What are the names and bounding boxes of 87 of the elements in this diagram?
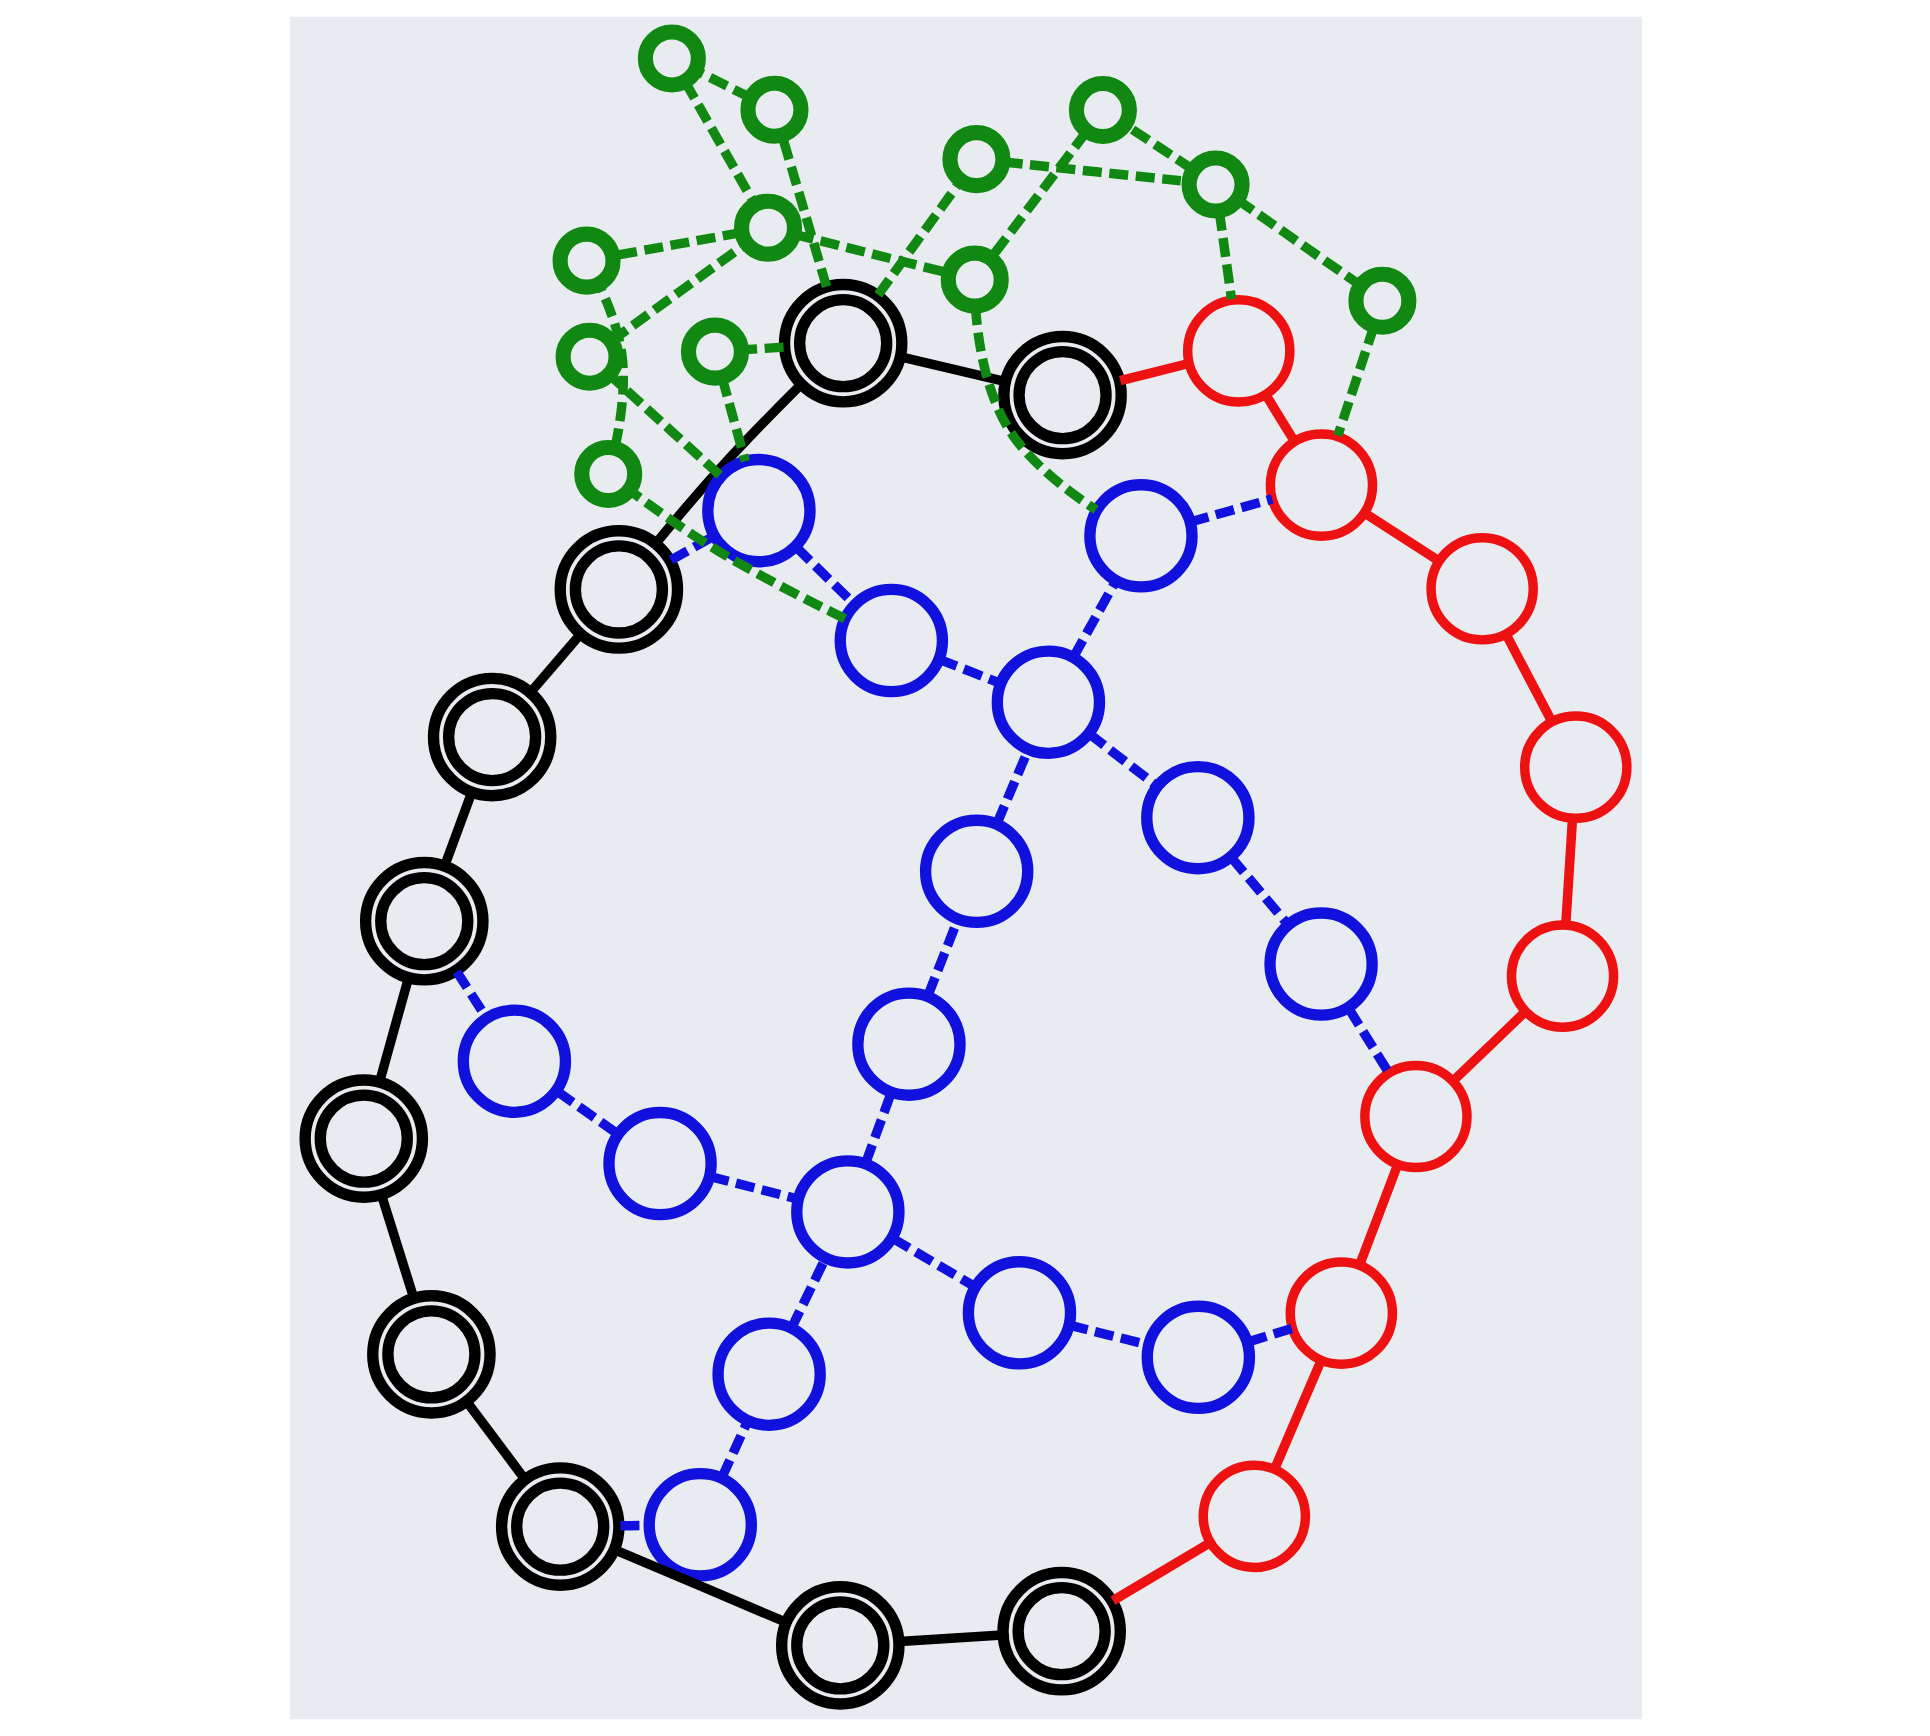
connector	[776, 134, 831, 288]
node-circle	[1083, 479, 1197, 593]
node-circle	[997, 330, 1126, 460]
node-circle	[1347, 266, 1416, 335]
node-circle	[642, 1468, 757, 1582]
connector	[1449, 1008, 1528, 1084]
connector	[680, 79, 758, 207]
connector	[376, 1194, 418, 1300]
connector	[1226, 854, 1291, 928]
node-circle	[1067, 75, 1136, 145]
node-circle	[358, 856, 488, 986]
node-circle	[990, 645, 1105, 759]
connector	[605, 371, 722, 479]
node-circle	[739, 75, 808, 144]
connector	[792, 544, 856, 607]
node-circle	[701, 453, 815, 568]
node-circle	[1359, 1060, 1471, 1173]
node-circle	[733, 193, 802, 262]
node-circle	[1197, 1460, 1310, 1573]
node-circle	[1284, 1257, 1397, 1369]
node-circle	[456, 1004, 571, 1118]
node-circle	[790, 1155, 904, 1269]
connector	[1068, 578, 1119, 660]
connector	[1269, 1358, 1325, 1470]
connector	[1118, 358, 1189, 386]
connector	[716, 1419, 751, 1480]
node-circle	[602, 1106, 716, 1221]
connector	[1560, 818, 1577, 926]
connector	[898, 1630, 1002, 1647]
node-circle	[1505, 920, 1618, 1032]
connector	[667, 532, 715, 565]
node-circle	[1181, 295, 1294, 407]
connector	[594, 283, 628, 448]
connector	[374, 977, 412, 1083]
connector	[1188, 494, 1273, 527]
node-circle	[1180, 150, 1249, 219]
node-circle	[833, 583, 948, 698]
connector	[651, 381, 803, 547]
connector	[1085, 730, 1159, 790]
node-circle	[711, 1317, 825, 1431]
connector	[526, 631, 583, 696]
connector	[693, 66, 752, 103]
connector	[898, 352, 1005, 386]
node-circle	[1518, 711, 1631, 823]
node-circle	[941, 125, 1010, 194]
node-circle	[298, 1074, 428, 1203]
node-circle	[918, 814, 1033, 929]
connector	[1213, 211, 1236, 300]
node-circle	[1425, 533, 1537, 645]
connector	[716, 376, 749, 463]
node-circle	[366, 1290, 495, 1419]
node-circle	[775, 1581, 904, 1710]
node-circle	[1264, 429, 1377, 541]
connector	[860, 1091, 895, 1165]
node-circle	[554, 322, 623, 391]
connector	[708, 1172, 798, 1204]
connector	[1109, 1538, 1212, 1605]
connector	[786, 1256, 829, 1331]
connector	[1501, 633, 1555, 724]
node-circle	[573, 439, 642, 509]
connector	[553, 1087, 620, 1138]
node-circle	[553, 525, 683, 654]
connector	[873, 178, 964, 298]
connector	[439, 790, 476, 868]
node-circle	[961, 1256, 1076, 1370]
connector	[1260, 392, 1298, 444]
node-circle	[1140, 760, 1254, 875]
node-circle	[996, 1566, 1125, 1696]
node-circle	[1140, 1300, 1255, 1415]
connector	[1354, 1163, 1401, 1267]
connector	[889, 1234, 977, 1291]
node-circle	[777, 278, 907, 408]
node-circle	[679, 317, 748, 386]
connector	[1361, 509, 1440, 565]
node-circle	[1263, 907, 1377, 1021]
node-circle	[494, 1462, 624, 1591]
node-circle	[939, 245, 1008, 314]
node-circle	[636, 24, 705, 93]
connector	[1246, 1323, 1293, 1347]
connector	[936, 654, 1002, 688]
connector	[1344, 1006, 1392, 1075]
node-circle	[426, 672, 556, 802]
node-circle	[551, 226, 620, 295]
connector	[612, 1545, 788, 1627]
connector	[986, 129, 1089, 261]
node-circle	[851, 987, 965, 1101]
connector	[461, 1398, 528, 1483]
